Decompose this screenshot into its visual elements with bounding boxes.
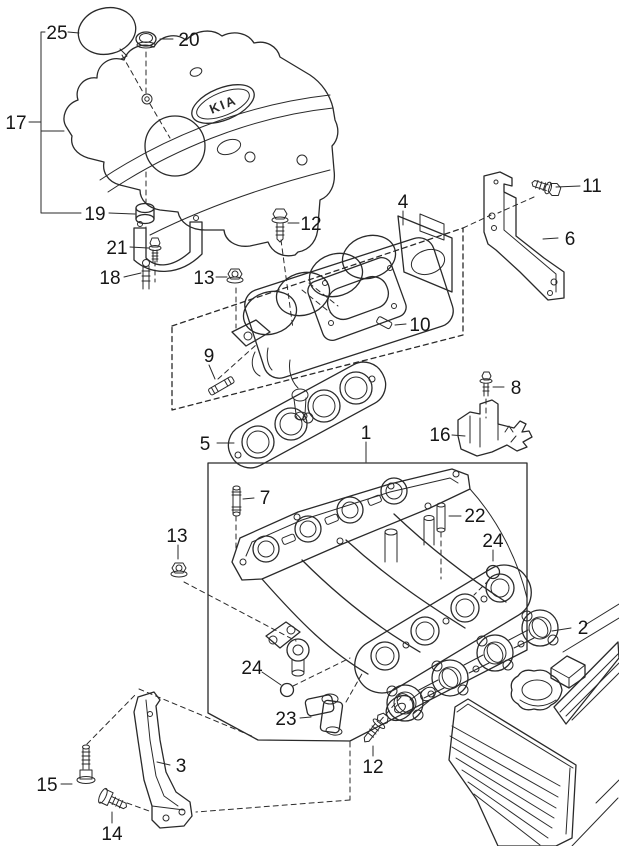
bolt-15: [76, 744, 96, 784]
callout-labels: 25 20 17 19 21 18 13 12 4 11 6 10 9 8 5 …: [5, 23, 601, 845]
callout-7: 7: [260, 488, 271, 509]
cap-nut: [135, 31, 157, 49]
nut-13-upper: [226, 268, 244, 284]
lower-manifold-group-box: [207, 462, 528, 742]
callout-21: 21: [106, 238, 127, 259]
bolt-11: [531, 179, 562, 197]
callout-17: 17: [5, 113, 26, 134]
manifold-sensor: [289, 359, 309, 421]
support-bracket-3: [133, 691, 193, 829]
oil-filler-cap: [77, 6, 137, 60]
upper-intake-manifold: [231, 213, 454, 421]
callout-4: 4: [398, 192, 409, 213]
callout-25: 25: [46, 23, 67, 44]
callout-12-lower: 12: [362, 757, 383, 778]
callout-20: 20: [178, 30, 199, 51]
cover-grommet: [135, 202, 155, 225]
bolt-14: [98, 787, 128, 810]
lower-flange: [354, 564, 532, 694]
callout-16: 16: [429, 425, 450, 446]
elbow-23: [304, 693, 344, 736]
cover-bracket: [133, 215, 203, 290]
leader-lines: [28, 31, 581, 824]
callout-24-right: 24: [482, 531, 504, 552]
callout-1: 1: [361, 423, 372, 444]
bolt-12-upper: [271, 208, 289, 243]
callout-19: 19: [84, 204, 105, 225]
egr-valve: [265, 621, 310, 677]
bolt-21: [148, 237, 162, 263]
callout-11: 11: [582, 176, 602, 197]
gasket-port: [476, 634, 514, 672]
callout-2: 2: [578, 618, 589, 639]
callout-8: 8: [511, 378, 522, 399]
manifold-towers: [384, 515, 435, 563]
plug-24-right: [485, 564, 501, 580]
stud-7: [231, 485, 242, 517]
clip-bracket-16: [457, 399, 533, 457]
callout-5: 5: [200, 434, 211, 455]
runners: [261, 488, 528, 675]
pin-22: [436, 502, 446, 533]
pin-10: [376, 316, 393, 330]
throttle-flange: [307, 256, 407, 342]
stud-9: [208, 376, 235, 396]
gasket-upper: [227, 361, 387, 469]
stud-18: [141, 259, 151, 290]
callout-12-upper: 12: [300, 214, 321, 235]
valve-cover: [448, 698, 577, 846]
bolt-12-lower: [363, 712, 389, 743]
plug-24-left: [279, 682, 295, 698]
gasket-port: [521, 609, 559, 647]
gasket-lower: [386, 609, 559, 722]
callout-13-upper: 13: [193, 268, 214, 289]
upper-manifold-group-box: [171, 227, 464, 411]
callout-13-lower: 13: [166, 526, 187, 547]
support-bracket-6: [483, 171, 565, 301]
gasket-port: [386, 684, 424, 722]
callout-14: 14: [101, 824, 123, 845]
lower-intake-manifold: [231, 468, 532, 722]
callout-15: 15: [36, 775, 57, 796]
nut-13-lower: [170, 562, 188, 578]
callout-6: 6: [565, 229, 576, 250]
manifold-inlet-end: [397, 213, 453, 293]
plate-ports: [239, 470, 460, 566]
callout-9: 9: [204, 346, 215, 367]
callout-10: 10: [409, 315, 430, 336]
water-outlet: [385, 686, 436, 722]
kia-logo-text: KIA: [207, 92, 239, 117]
callout-3: 3: [176, 756, 187, 777]
bolt-8: [479, 371, 493, 397]
engine-top-surface: [550, 603, 619, 846]
callout-23: 23: [275, 709, 296, 730]
callout-22: 22: [464, 506, 485, 527]
gasket-port: [431, 659, 469, 697]
engine-oil-cap: [510, 669, 563, 711]
callout-24-left: 24: [241, 658, 263, 679]
kia-logo: KIA: [191, 84, 255, 124]
callout-18: 18: [99, 268, 120, 289]
